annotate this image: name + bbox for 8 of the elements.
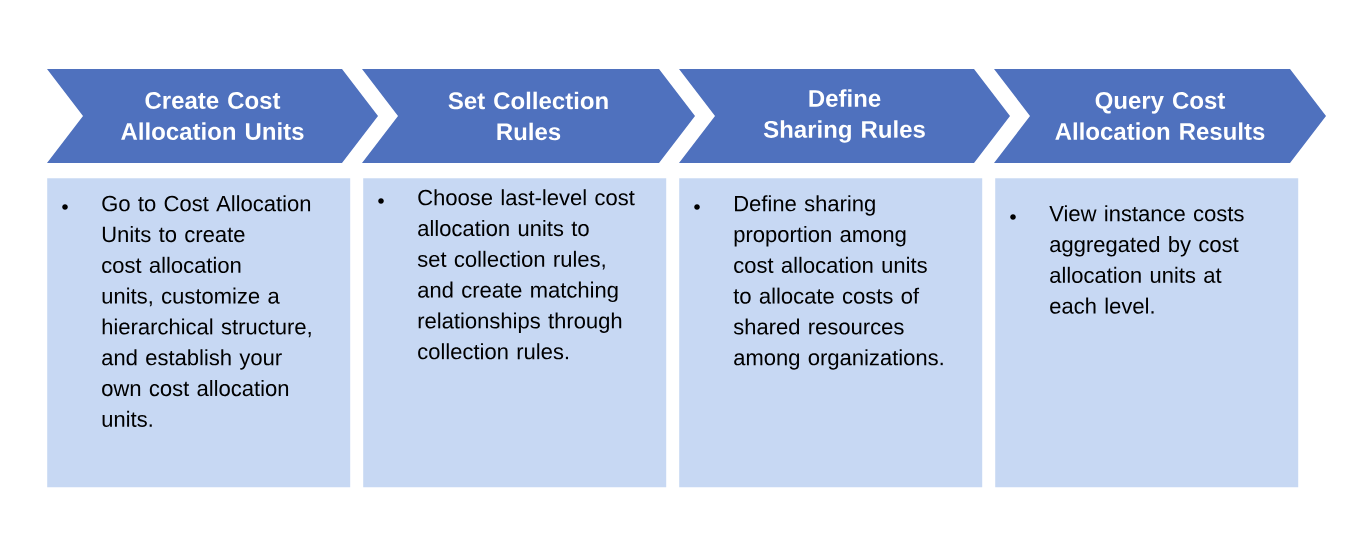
step-banner: Set Collection Rules bbox=[362, 69, 695, 163]
step-banner: Create Cost Allocation Units bbox=[47, 69, 378, 163]
text-card: Choose last-level cost allocation units to set collection rules, and create matching relationships through collection rules. bbox=[363, 178, 667, 488]
step-banner: Query Cost Allocation Results bbox=[994, 69, 1326, 163]
step-banner: Define Sharing Rules bbox=[679, 69, 1010, 163]
text-card: Go to Cost Allocation Units to create cost allocation units, customize a hierarchical structure, and establish your own cost allocation units. bbox=[47, 178, 351, 488]
text-card: View instance costs aggregated by cost allocation units at each level. bbox=[995, 178, 1299, 488]
text-card: Define sharing proportion among cost allocation units to allocate costs of shared resources among organizations. bbox=[679, 178, 983, 488]
